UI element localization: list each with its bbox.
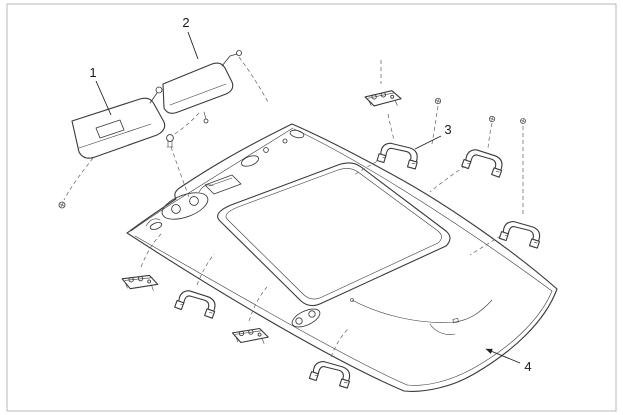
sunglass-holder-opening	[204, 174, 242, 195]
grab-handle-item3	[376, 141, 420, 170]
visor-seam	[169, 83, 227, 106]
visor-seam	[78, 123, 152, 149]
callout-4-arrow	[485, 348, 521, 364]
screw-icon	[520, 118, 526, 124]
callout-2-leader	[187, 31, 199, 60]
visor-pivot-pin	[236, 50, 242, 56]
guide-line	[431, 105, 439, 145]
rim-line	[134, 235, 408, 386]
grab-handle-right-lower	[498, 219, 543, 249]
grab-handle-right-upper	[460, 146, 506, 178]
visor-pivot-pin	[155, 86, 163, 94]
visor-mount-bump	[145, 218, 161, 227]
callout-2: 2	[182, 15, 199, 60]
guide-line	[487, 122, 493, 149]
callout-1-leader	[95, 80, 112, 116]
visor-mount-bump	[198, 184, 214, 193]
retainer-clip	[166, 134, 174, 148]
guide-line	[248, 286, 268, 322]
screw-icon	[58, 201, 66, 209]
visor-mirror	[95, 119, 125, 139]
mounting-bracket-front	[119, 269, 160, 295]
callout-2-label: 2	[182, 15, 189, 30]
callout-3: 3	[414, 122, 452, 150]
visor-pin	[203, 111, 207, 120]
visor-pivot-rod	[149, 92, 158, 104]
rim-line	[406, 290, 553, 386]
rim-line	[293, 128, 553, 292]
screw-icon	[434, 97, 442, 105]
headliner-panel	[126, 123, 558, 392]
callout-4: 4	[485, 348, 532, 374]
lamp-opening	[149, 222, 163, 230]
sunroof-opening	[217, 162, 451, 307]
guide-line	[172, 112, 200, 136]
callout-3-leader	[414, 135, 442, 150]
visor-body	[71, 97, 166, 159]
callout-3-label: 3	[444, 122, 451, 137]
visor-pin-tip	[203, 118, 209, 124]
guide-line	[196, 253, 215, 286]
grab-handle-left-rear	[308, 359, 353, 389]
overhead-console-opening	[161, 192, 209, 220]
visor-pivot-rod	[221, 53, 238, 67]
guide-line	[387, 113, 395, 141]
sunroof-inner-edge	[225, 168, 442, 300]
callout-1-label: 1	[89, 65, 96, 80]
sunroof-outer-edge	[217, 162, 451, 307]
front-lamp-detail	[240, 129, 305, 167]
sun-visor-2	[162, 50, 242, 124]
guide-line	[238, 56, 270, 105]
sun-visor-1	[71, 86, 166, 159]
wiring-harness	[350, 298, 493, 335]
visor-body	[162, 62, 234, 114]
callout-4-label: 4	[524, 359, 531, 374]
page-border	[6, 3, 617, 412]
callout-1: 1	[89, 65, 112, 116]
rear-lamp-opening	[291, 308, 321, 328]
guide-line	[140, 232, 163, 268]
guide-line	[63, 157, 94, 201]
screw-icon	[488, 115, 496, 123]
mounting-bracket-mid	[230, 323, 271, 348]
mounting-bracket-top-right	[363, 87, 403, 110]
grab-handle-left-front	[173, 287, 219, 319]
guide-line	[330, 327, 350, 358]
